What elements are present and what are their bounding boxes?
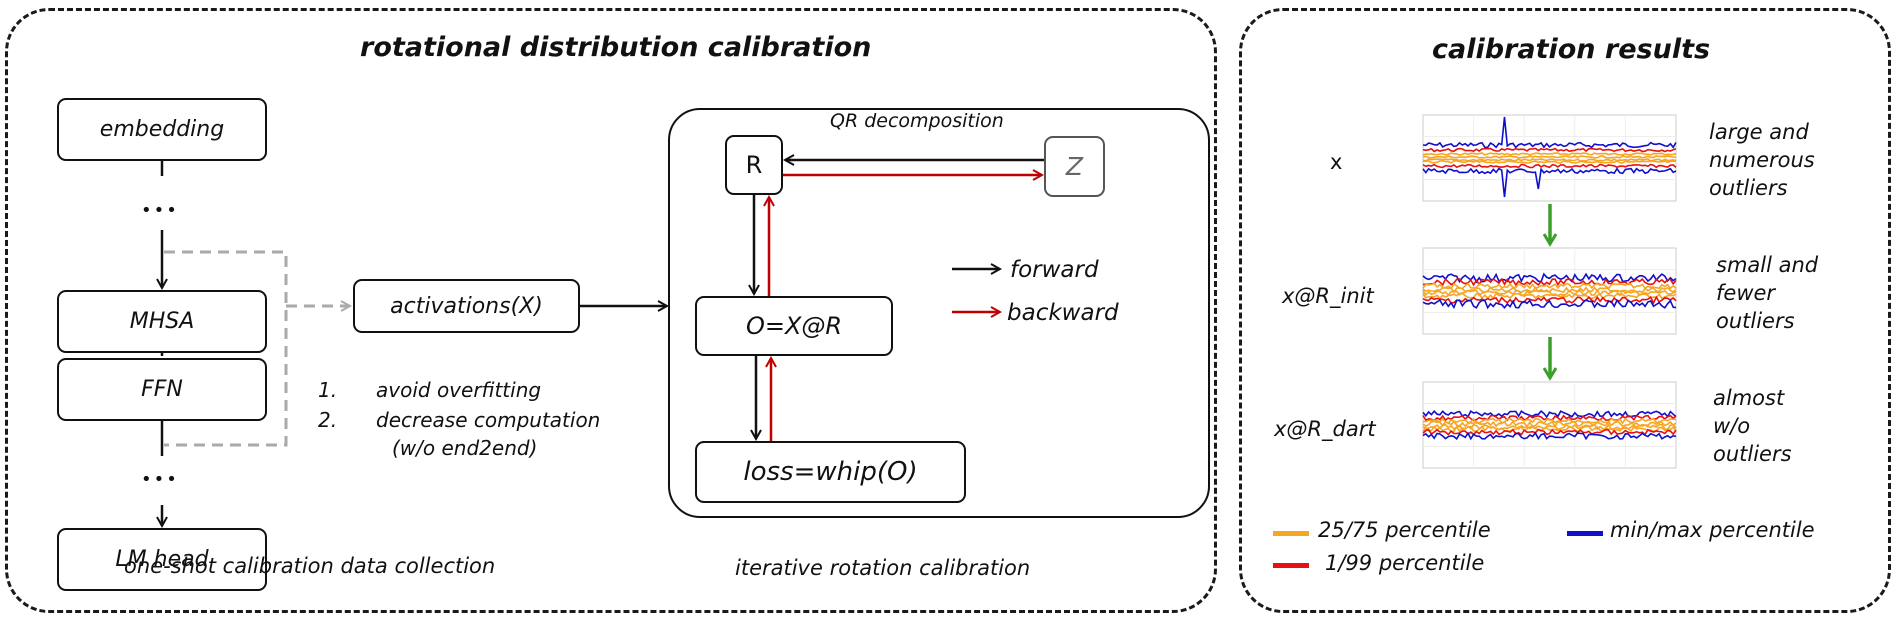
legend-minmax-swatch — [1567, 531, 1603, 536]
qr-decomposition-label: QR decomposition — [830, 110, 1004, 132]
legend-minmax-label: min/max percentile — [1610, 518, 1815, 542]
r-label: R — [745, 151, 763, 179]
right-panel-title: calibration results — [1432, 34, 1711, 65]
legend-1-99-label: 1/99 percentile — [1325, 551, 1485, 575]
calibration-results-panel — [1239, 8, 1891, 613]
chart-x-p1-trace — [1422, 163, 1677, 169]
chart-x-p99-trace — [1422, 147, 1677, 153]
desc-x-line3: outliers — [1709, 176, 1788, 200]
note-2-text: decrease computation — [376, 408, 601, 432]
note-2-number: 2. — [318, 408, 338, 432]
z-block: Z — [1044, 136, 1105, 197]
chart-x-r-dart-p60-trace — [1422, 420, 1677, 428]
desc-dart-line1: almost — [1713, 386, 1785, 410]
note-2-subtext: (w/o end2end) — [392, 436, 538, 460]
chart-x-r-init — [1422, 247, 1677, 335]
lm-head-label: LM head — [115, 547, 209, 572]
chart-x-r-dart-min-trace — [1422, 431, 1677, 441]
mhsa-label: MHSA — [129, 309, 195, 334]
loss-block: loss=whip(O) — [695, 441, 966, 503]
row-label-x-r-dart: x@R_dart — [1274, 417, 1376, 441]
loss-label: loss=whip(O) — [743, 457, 918, 487]
row-label-x-r-init: x@R_init — [1282, 284, 1374, 308]
ffn-label: FFN — [141, 377, 183, 402]
mhsa-block: MHSA — [57, 290, 267, 353]
chart-x-r-init-p1-trace — [1422, 295, 1677, 305]
ellipsis-top: ••• — [141, 200, 179, 221]
note-1-text: avoid overfitting — [376, 378, 542, 402]
r-block: R — [725, 135, 783, 195]
lm-head-block: LM head — [57, 528, 267, 591]
chart-x-r-dart-p25-trace — [1422, 425, 1677, 433]
rotational-calibration-panel — [5, 8, 1217, 613]
ellipsis-bottom: ••• — [141, 469, 179, 490]
legend-25-75-swatch — [1273, 531, 1309, 536]
chart-x-max-trace — [1422, 116, 1677, 149]
ffn-block: FFN — [57, 358, 267, 421]
desc-init-line3: outliers — [1716, 309, 1795, 333]
iterative-caption: iterative rotation calibration — [735, 556, 1031, 580]
iterative-calibration-box — [668, 108, 1210, 518]
activations-block: activations(X) — [353, 279, 580, 333]
row-label-x: x — [1330, 150, 1343, 174]
chart-x-r-init-p40-trace — [1422, 289, 1677, 297]
chart-x-r-init-p25-trace — [1422, 292, 1677, 300]
chart-x-p25-trace — [1422, 160, 1677, 164]
chart-x-p75-trace — [1422, 152, 1677, 156]
z-label: Z — [1065, 152, 1084, 181]
embedding-block: embedding — [57, 98, 267, 161]
chart-x-p40-trace — [1422, 158, 1677, 162]
legend-backward-label: backward — [1007, 300, 1119, 326]
mini-charts — [1422, 114, 1677, 469]
chart-x-r-init-p75-trace — [1422, 282, 1677, 290]
activations-label: activations(X) — [390, 293, 543, 319]
collection-bracket — [164, 250, 288, 447]
note-1-number: 1. — [318, 378, 338, 402]
desc-dart-line3: outliers — [1713, 442, 1792, 466]
desc-x-line1: large and — [1709, 120, 1809, 144]
legend-1-99-swatch — [1273, 563, 1309, 568]
chart-x-r-dart-max-trace — [1422, 409, 1677, 419]
desc-x-line2: numerous — [1709, 148, 1815, 172]
o-label: O=X@R — [745, 312, 843, 340]
embedding-label: embedding — [99, 117, 225, 142]
o-block: O=X@R — [695, 296, 893, 356]
collection-caption: one-shot calibration data collection — [124, 554, 496, 578]
chart-x-r-init-min-trace — [1422, 298, 1677, 310]
chart-x-p60-trace — [1422, 155, 1677, 159]
chart-x-r-dart-p1-trace — [1422, 428, 1677, 436]
left-panel-title: rotational distribution calibration — [360, 32, 872, 63]
chart-x-r-dart — [1422, 381, 1677, 469]
chart-x — [1422, 114, 1677, 202]
chart-x-r-dart-p75-trace — [1422, 417, 1677, 425]
legend-forward-label: forward — [1010, 257, 1099, 283]
legend-25-75-label: 25/75 percentile — [1318, 518, 1491, 542]
desc-dart-line2: w/o — [1713, 414, 1751, 438]
desc-init-line2: fewer — [1716, 281, 1776, 305]
desc-init-line1: small and — [1716, 253, 1819, 277]
chart-x-min-trace — [1422, 167, 1677, 198]
chart-x-r-init-p99-trace — [1422, 277, 1677, 287]
